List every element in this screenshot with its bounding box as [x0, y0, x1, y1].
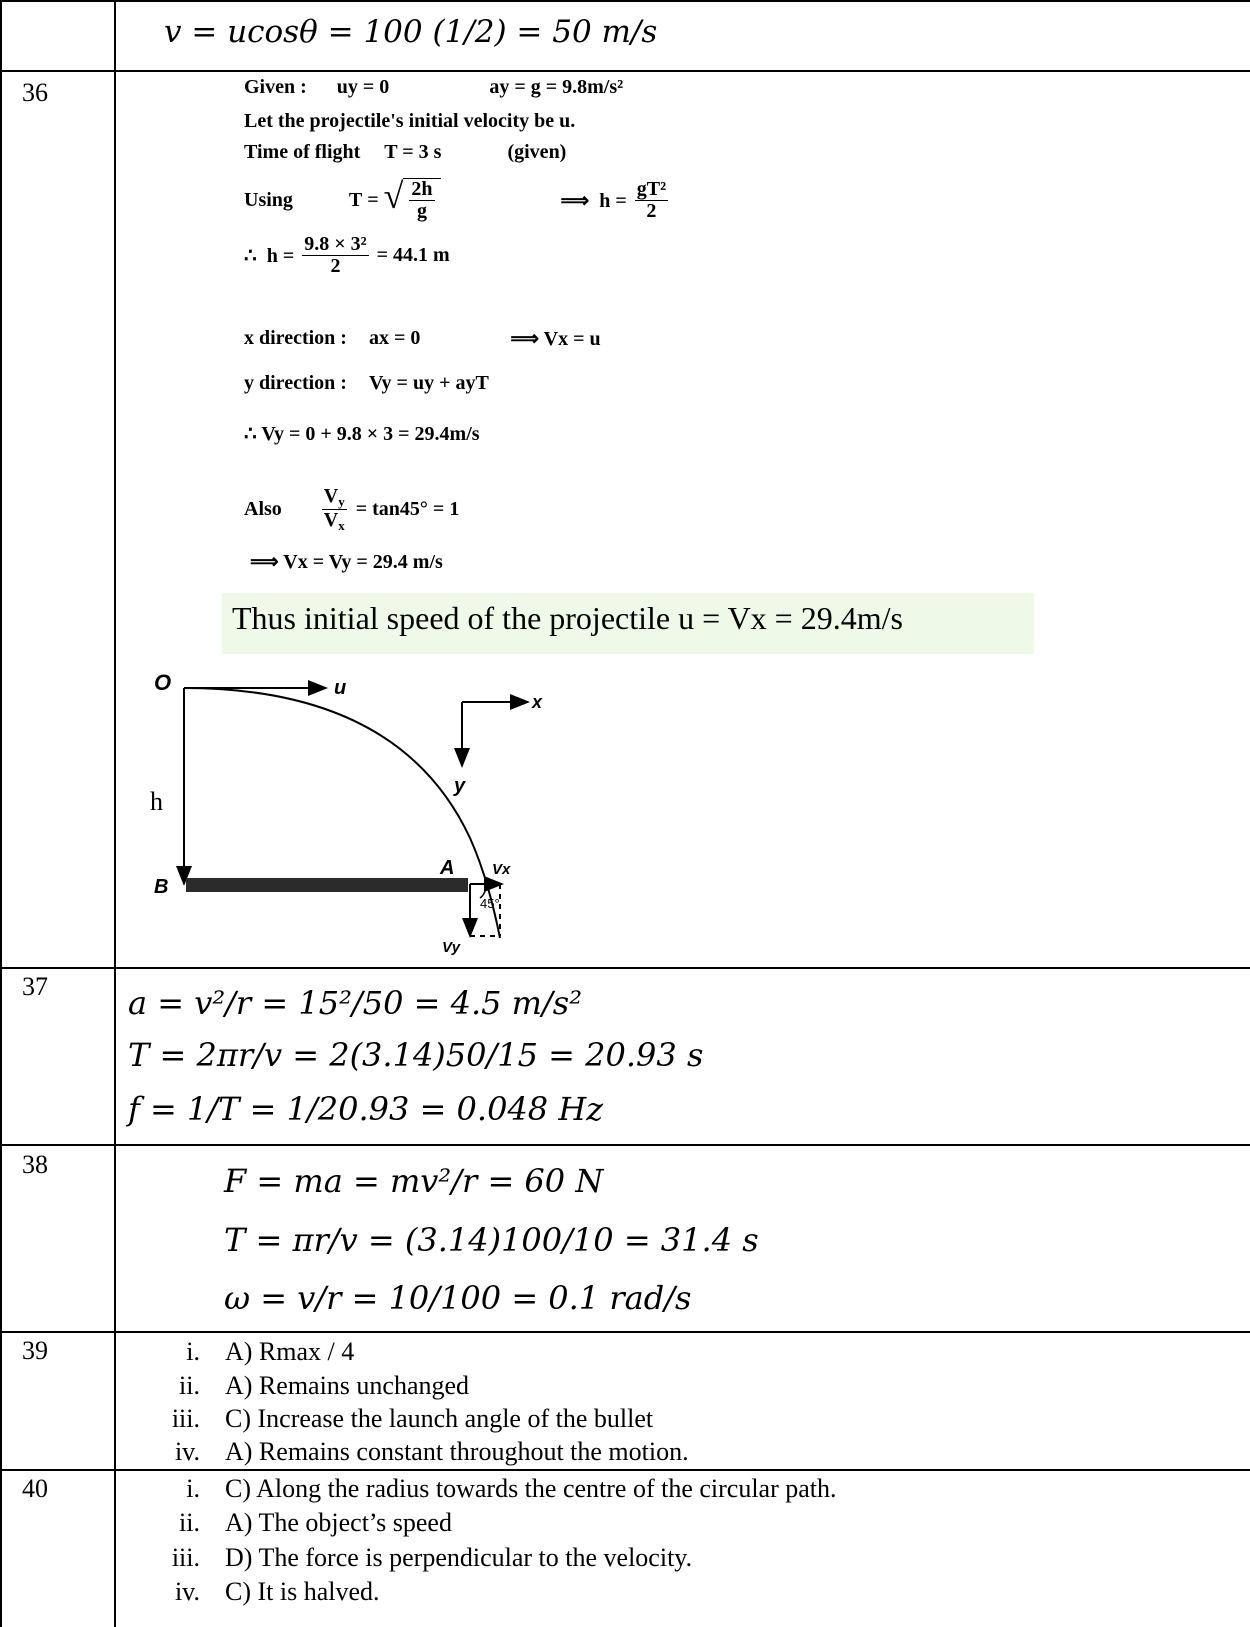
vy-eq: Vy = uy + ayT: [368, 372, 489, 394]
q36-y-direction: y direction : Vy = uy + ayT: [244, 372, 489, 395]
y-direction-label: y direction :: [244, 372, 347, 394]
conclusion-text: Thus initial speed of the projectile u =…: [232, 600, 903, 636]
table-top-border: [0, 0, 1250, 2]
top-equation-text: v = ucosθ = 100 (1/2) = 50 m/s: [164, 14, 658, 50]
q37-line1: a = v²/r = 15²/50 = 4.5 m/s²: [128, 984, 582, 1022]
trajectory-curve: [183, 687, 501, 939]
given-label: Given :: [244, 76, 307, 98]
origin-label: O: [154, 670, 171, 695]
time-formula: T =: [348, 188, 384, 211]
y-label: y: [453, 775, 466, 797]
q38-line2: T = πr/v = (3.14)100/10 = 31.4 s: [224, 1221, 759, 1259]
roman-numeral: ii.: [179, 1508, 200, 1537]
time-label: Time of flight: [244, 141, 361, 163]
question-number: 40: [22, 1474, 48, 1503]
row-divider: [0, 1144, 1250, 1146]
roman-numeral: iv.: [174, 1577, 200, 1606]
top-equation: v = ucosθ = 100 (1/2) = 50 m/s: [164, 14, 657, 50]
answer-text: A) The object’s speed: [225, 1508, 452, 1537]
also-label: Also: [244, 497, 282, 520]
table-left-border: [0, 0, 2, 1627]
answer-text: A) Remains unchanged: [225, 1371, 470, 1400]
answer-text: A) Rmax / 4: [225, 1337, 355, 1366]
q37-line2: T = 2πr/v = 2(3.14)50/15 = 20.93 s: [128, 1036, 703, 1074]
x-label: x: [531, 692, 543, 712]
row-divider: [0, 967, 1250, 969]
roman-numeral: iii.: [171, 1404, 200, 1433]
ax-eq: ax = 0: [368, 327, 421, 349]
q38-force: F = ma = mv²/r = 60 N: [224, 1162, 604, 1200]
time-value: T = 3 s: [384, 141, 442, 163]
uy-value: uy = 0: [336, 76, 390, 98]
q38-period: T = πr/v = (3.14)100/10 = 31.4 s: [224, 1221, 759, 1259]
u-label: u: [334, 677, 346, 699]
roman-numeral: iii.: [171, 1543, 200, 1572]
q37-acceleration: a = v²/r = 15²/50 = 4.5 m/s²: [128, 984, 583, 1022]
h-label: h: [150, 787, 163, 816]
question-number: 38: [22, 1150, 48, 1179]
q37-frequency: f = 1/T = 1/20.93 = 0.048 Hz: [128, 1090, 604, 1128]
answer-text: C) Along the radius towards the centre o…: [225, 1474, 837, 1503]
row-divider: [0, 70, 1250, 72]
angle-label: 45°: [480, 896, 500, 911]
projectile-diagram: O u x y h B A Vx Vy 45°: [150, 670, 543, 956]
row-divider: [0, 1331, 1250, 1333]
q37-period: T = 2πr/v = 2(3.14)50/15 = 20.93 s: [128, 1036, 704, 1074]
q36-given-line: Given : uy = 0 ay = g = 9.8m/s²: [244, 76, 623, 99]
ground-bar: [186, 878, 468, 892]
therefore-h: ∴ h =: [244, 244, 300, 267]
x-direction-label: x direction :: [244, 327, 347, 349]
answer-text: C) It is halved.: [225, 1577, 380, 1606]
question-number: 36: [22, 78, 48, 107]
q36-x-direction: x direction : ax = 0 ⟹ Vx = u: [244, 326, 601, 351]
given-paren: (given): [507, 141, 567, 163]
question-number: 37: [22, 972, 48, 1001]
q38-line1: F = ma = mv²/r = 60 N: [224, 1162, 603, 1200]
q36-time-line: Time of flight T = 3 s (given): [244, 141, 566, 164]
angle-arc: [479, 883, 487, 899]
q36-let-line: Let the projectile's initial velocity be…: [244, 110, 575, 133]
roman-numeral: i.: [186, 1474, 200, 1503]
ay-value: ay = g = 9.8m/s²: [489, 76, 624, 98]
vy-label: Vy: [442, 939, 461, 956]
answer-text: A) Remains constant throughout the motio…: [225, 1437, 689, 1466]
tan-eq: = tan45° = 1: [355, 497, 460, 520]
roman-numeral: i.: [186, 1337, 200, 1366]
roman-numeral: ii.: [179, 1371, 200, 1400]
q38-angular-velocity: ω = v/r = 10/100 = 0.1 rad/s: [224, 1279, 692, 1317]
answer-text: D) The force is perpendicular to the vel…: [225, 1543, 693, 1572]
row-divider: [0, 1469, 1250, 1471]
conclusion-highlight: [222, 593, 1034, 654]
q37-line3: f = 1/T = 1/20.93 = 0.048 Hz: [128, 1090, 603, 1128]
let-text: Let the projectile's initial velocity be…: [244, 110, 576, 132]
h-formula: ⟹ h =: [560, 189, 632, 212]
q38-line3: ω = v/r = 10/100 = 0.1 rad/s: [224, 1279, 691, 1317]
roman-numeral: iv.: [174, 1437, 200, 1466]
q36-vx-vy-line: ⟹ Vx = Vy = 29.4 m/s: [250, 549, 443, 574]
vx-vy-eq: ⟹ Vx = Vy = 29.4 m/s: [250, 551, 443, 573]
vx-label: Vx: [492, 861, 511, 878]
question-number: 39: [22, 1336, 48, 1365]
a-label: A: [439, 857, 454, 879]
b-label: B: [154, 876, 168, 898]
q36-vy-value: ∴ Vy = 0 + 9.8 × 3 = 29.4m/s: [244, 421, 480, 446]
vx-eq: ⟹ Vx = u: [510, 328, 601, 350]
answer-text: C) Increase the launch angle of the bull…: [225, 1404, 654, 1433]
using-label: Using: [244, 188, 293, 211]
h-equals: = 44.1 m: [371, 243, 450, 266]
vy-value: ∴ Vy = 0 + 9.8 × 3 = 29.4m/s: [244, 423, 480, 445]
number-column-divider: [114, 0, 116, 1627]
